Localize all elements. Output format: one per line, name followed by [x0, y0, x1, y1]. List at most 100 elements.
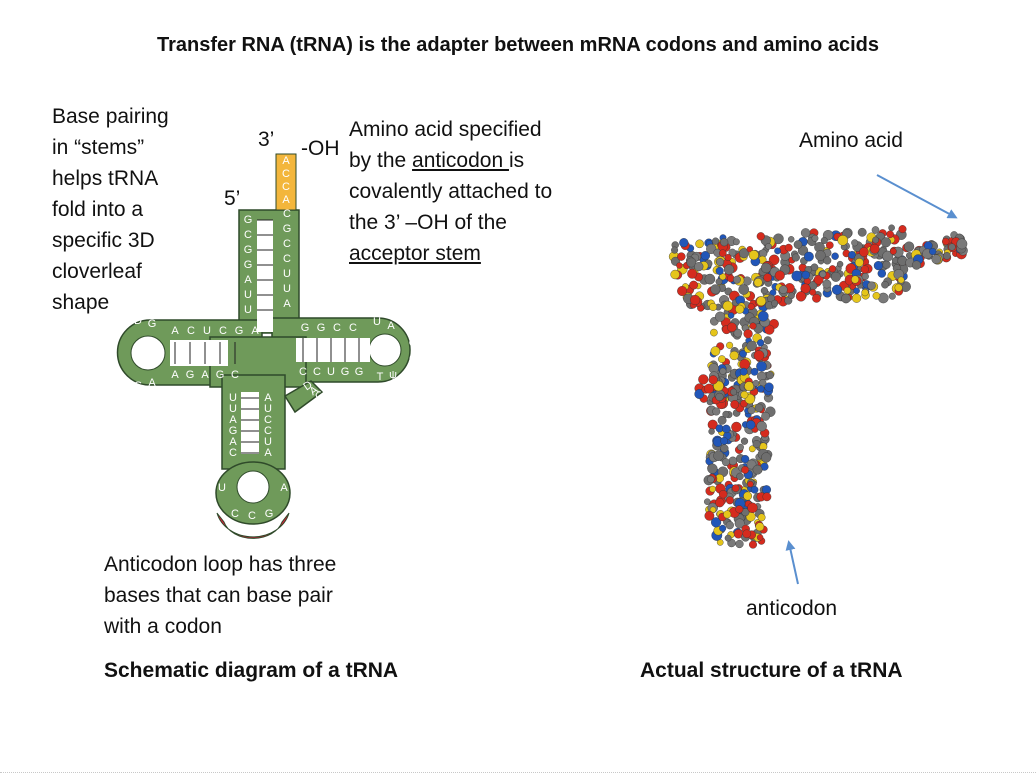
acceptor-stem-term: acceptor stem: [349, 242, 481, 265]
base-label: G: [244, 259, 253, 271]
atom: [801, 270, 810, 280]
atom: [713, 450, 724, 461]
atom: [931, 254, 942, 265]
atom: [695, 239, 704, 249]
atom: [715, 278, 723, 286]
atom: [756, 232, 765, 241]
atom: [707, 475, 715, 484]
base-label: C: [231, 369, 239, 381]
base-label: A: [282, 194, 290, 206]
base-label: U: [244, 289, 252, 301]
atom: [760, 287, 769, 295]
base-label: G: [301, 322, 310, 334]
atom: [819, 270, 827, 278]
atom: [722, 300, 733, 312]
base-label: U: [229, 403, 237, 415]
atom: [710, 517, 722, 528]
atom: [793, 240, 803, 249]
atom: [704, 273, 716, 285]
t-stem-gap: [296, 338, 370, 362]
base-label: G: [283, 223, 292, 235]
atom: [800, 228, 811, 238]
atom: [719, 367, 727, 375]
atom: [762, 492, 772, 502]
note-line: cloverleaf: [52, 260, 142, 283]
atom: [747, 502, 758, 513]
anticodon-term: anticodon: [412, 149, 509, 172]
atom: [752, 464, 763, 475]
atom: [779, 285, 788, 295]
t-loop-hole: [368, 333, 402, 367]
atom: [710, 284, 721, 295]
loop-holes: [130, 333, 402, 504]
base-label: A: [244, 274, 252, 286]
page-title: Transfer RNA (tRNA) is the adapter betwe…: [157, 34, 879, 56]
atom: [747, 406, 756, 415]
atom: [872, 236, 879, 244]
base-label: A: [264, 447, 272, 459]
base-label: G: [216, 369, 225, 381]
base-label: D: [134, 315, 142, 327]
atom: [774, 270, 785, 281]
atom: [747, 480, 754, 488]
atom: [689, 280, 698, 290]
anticodon-arrow: [785, 540, 799, 585]
atom: [715, 266, 724, 275]
base-label: D: [104, 347, 112, 359]
atom: [671, 246, 679, 254]
atom: [700, 251, 711, 261]
atom: [757, 513, 766, 522]
atom: [756, 339, 765, 347]
base-label: C: [219, 325, 227, 337]
atom: [746, 420, 756, 430]
atom: [718, 355, 726, 363]
base-pairing-note: Base pairing in “stems” helps tRNA fold …: [52, 101, 169, 318]
base-label: C: [248, 510, 256, 522]
atom: [948, 243, 956, 251]
atom: [707, 463, 718, 474]
atom: [758, 310, 769, 322]
atom: [830, 271, 841, 282]
atom: [943, 252, 951, 260]
atom: [725, 496, 734, 505]
atom: [800, 283, 811, 294]
anticodon-label: anticodon: [746, 597, 838, 620]
atom: [857, 227, 867, 237]
atom: [784, 243, 793, 252]
atom: [911, 260, 922, 270]
atom: [734, 518, 745, 529]
atom: [753, 278, 763, 287]
atom: [886, 230, 894, 239]
atom: [741, 455, 750, 464]
atom: [723, 510, 732, 519]
base-label: U: [327, 366, 335, 378]
atom: [851, 293, 862, 303]
atom: [756, 534, 764, 541]
atom: [719, 524, 727, 532]
base-label: U: [373, 316, 381, 328]
atom: [889, 247, 897, 255]
atom: [748, 250, 759, 261]
atom: [861, 289, 869, 297]
atom: [717, 415, 727, 425]
atom: [871, 226, 880, 234]
base-label: U: [218, 482, 226, 494]
atom: [677, 252, 686, 261]
atom: [774, 247, 781, 255]
atom: [730, 400, 740, 409]
note-line: with a codon: [104, 615, 222, 638]
atom: [872, 291, 881, 300]
atom: [813, 274, 824, 285]
atom: [739, 367, 748, 376]
atom: [731, 484, 740, 493]
note-text: by the: [349, 149, 413, 172]
atom: [765, 243, 772, 250]
atom: [881, 280, 889, 289]
atom: [854, 258, 864, 267]
atom: [760, 262, 772, 274]
base-label: A: [280, 482, 288, 494]
atom: [724, 534, 732, 542]
base-label: C: [229, 447, 237, 459]
base-label: C: [349, 322, 357, 334]
caption-schematic: Schematic diagram of a tRNA: [104, 659, 399, 682]
